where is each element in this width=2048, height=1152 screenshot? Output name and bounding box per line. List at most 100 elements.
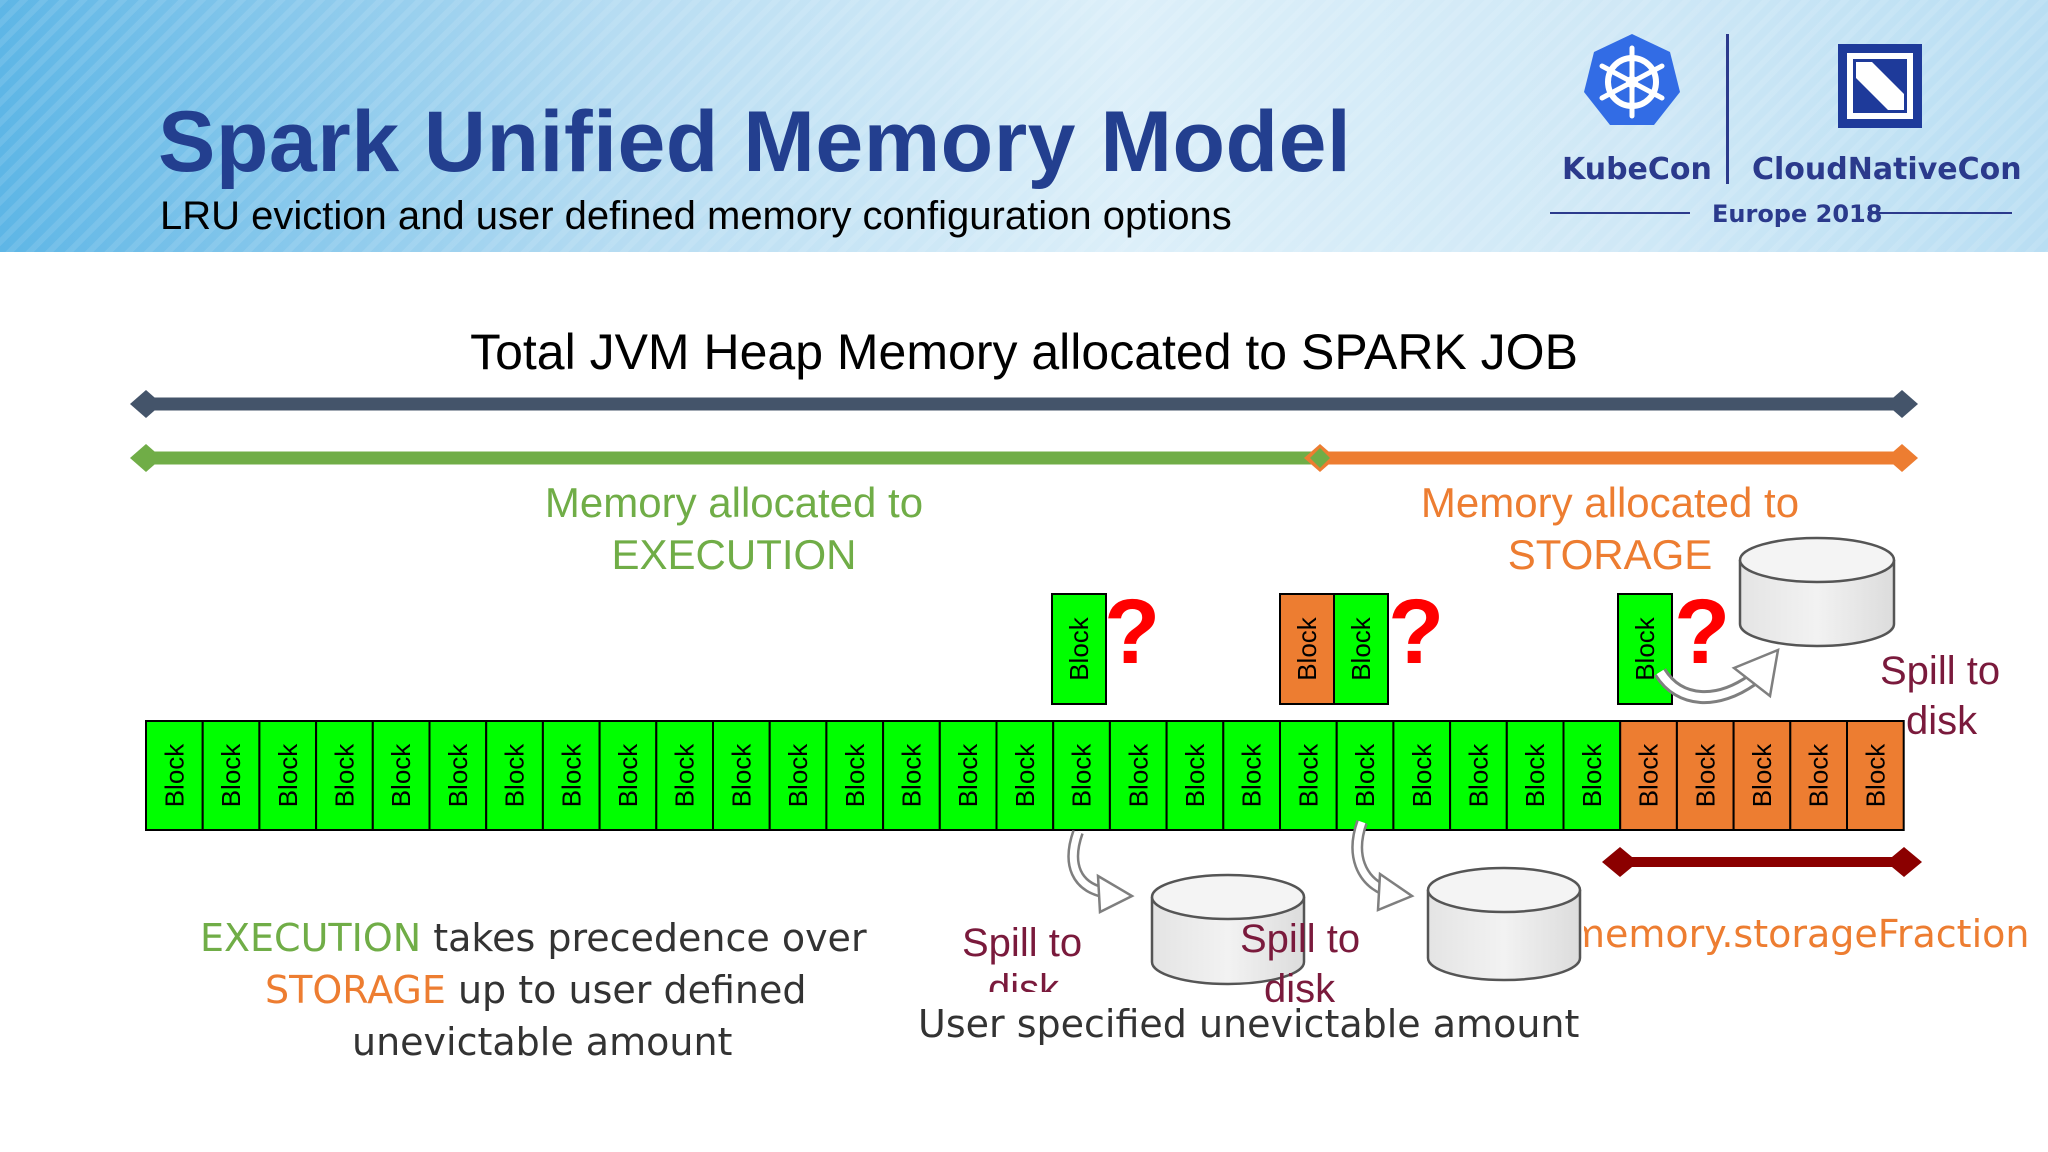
storage-block: Block	[1789, 720, 1849, 831]
block-label: Block	[329, 743, 359, 808]
storage-fraction-bar	[1602, 847, 1922, 877]
block-row: Block Block Block Block Block Block Block Block…	[145, 720, 1905, 831]
block-label: Block	[613, 743, 643, 808]
block-label: Block	[1747, 743, 1777, 808]
block-label: Block	[500, 743, 530, 808]
header-texture	[0, 0, 2048, 252]
diagram-heading: Total JVM Heap Memory allocated to SPARK…	[470, 324, 1578, 380]
spill-arrow-2	[1351, 820, 1415, 912]
execution-block: Block	[1505, 720, 1565, 831]
block-label: Block	[1010, 743, 1040, 808]
unevictable-label: User specified unevictable amount	[918, 1002, 1580, 1046]
spill-label-line-1: Spill to	[1880, 649, 2001, 693]
execution-block: Block	[938, 720, 998, 831]
execution-block: Block	[655, 720, 714, 831]
storage-bar	[1304, 444, 1918, 472]
execution-block: Block	[1279, 720, 1338, 831]
heap-bar	[130, 390, 1918, 418]
storage-label-line-2: STORAGE	[1507, 531, 1713, 578]
storage-block: Block	[1619, 720, 1678, 831]
block-label: Block	[783, 743, 813, 808]
storage-block: Block	[1675, 720, 1735, 831]
kubernetes-logo-icon	[1584, 34, 1680, 125]
block-label: Block	[1064, 616, 1094, 681]
disk-icon	[1426, 866, 1582, 982]
block-label: Block	[1180, 743, 1210, 808]
block-label: Block	[1350, 743, 1380, 808]
block-label: Block	[159, 743, 189, 808]
disk-icon	[1738, 536, 1896, 648]
caption-storage-word: STORAGE	[265, 968, 446, 1012]
block-label: Block	[896, 743, 926, 808]
block-label: Block	[1860, 743, 1890, 808]
storage-block: Block	[1732, 720, 1792, 831]
block-label: Block	[386, 743, 416, 808]
execution-block: Block	[1562, 720, 1622, 831]
execution-block: Block	[1392, 720, 1452, 831]
execution-block: Block	[825, 720, 885, 831]
block-label: Block	[1293, 743, 1323, 808]
spill-label-clip: disk	[980, 968, 1080, 992]
block-label: Block	[556, 743, 586, 808]
execution-block: Block	[428, 720, 488, 831]
execution-block: Block	[995, 720, 1055, 831]
incoming-execution-block: Block	[1333, 593, 1389, 705]
block-label: Block	[1067, 743, 1097, 808]
execution-label-line-2: EXECUTION	[611, 531, 857, 578]
block-label: Block	[1804, 743, 1834, 808]
storage-fraction-label: memory.storageFraction	[1584, 912, 2030, 956]
spill-label-line-1: Spill to	[1240, 917, 1361, 961]
spill-arrow-3	[1654, 647, 1780, 705]
block-label: Block	[670, 743, 700, 808]
block-label: Block	[1634, 743, 1664, 808]
execution-block: Block	[712, 720, 771, 831]
execution-block: Block	[258, 720, 318, 831]
spill-label-line-1: Spill to	[962, 921, 1083, 965]
execution-block: Block	[485, 720, 544, 831]
block-label: Block	[1407, 743, 1437, 808]
logo-rule-left	[1550, 212, 1690, 214]
block-label: Block	[1346, 616, 1376, 681]
caption-part-1: takes precedence over	[421, 916, 867, 960]
cloudnativecon-wordmark: CloudNativeCon	[1752, 152, 2022, 187]
question-mark: ?	[1674, 581, 1731, 683]
disk-icon	[1150, 873, 1306, 986]
question-mark: ?	[1388, 581, 1445, 683]
logo-divider	[1726, 34, 1729, 184]
storage-label-line-1: Memory allocated to	[1420, 479, 1800, 526]
caption-line-1: EXECUTION takes precedence over	[200, 912, 867, 964]
logo-rule-right	[1868, 212, 2012, 214]
incoming-execution-block: Block	[1051, 593, 1107, 705]
block-label: Block	[273, 743, 303, 808]
cncf-logo-icon	[1838, 44, 1922, 128]
slide-title: Spark Unified Memory Model	[158, 94, 1352, 190]
execution-label-line-1: Memory allocated to	[544, 479, 924, 526]
caption-line-3: unevictable amount	[352, 1020, 733, 1064]
block-label: Block	[726, 743, 756, 808]
spill-label-line-2: disk	[988, 968, 1060, 992]
execution-block: Block	[315, 720, 374, 831]
block-label: Block	[1463, 743, 1493, 808]
block-label: Block	[443, 743, 473, 808]
caption-execution-word: EXECUTION	[200, 916, 422, 960]
kubecon-wordmark: KubeCon	[1562, 152, 1712, 187]
execution-block: Block	[598, 720, 658, 831]
execution-block: Block	[1222, 720, 1282, 831]
block-label: Block	[1630, 616, 1660, 681]
block-label: Block	[216, 743, 246, 808]
execution-block: Block	[145, 720, 204, 831]
incoming-storage-block: Block	[1279, 593, 1335, 705]
execution-block: Block	[371, 720, 431, 831]
execution-block: Block	[1108, 720, 1168, 831]
execution-block: Block	[1052, 720, 1111, 831]
execution-bar	[130, 444, 1320, 472]
caption-line-2: STORAGE up to user defined	[265, 964, 806, 1016]
spill-label-line-2: disk	[1906, 699, 1978, 743]
execution-block: Block	[1335, 720, 1395, 831]
spill-arrow-1	[1067, 830, 1135, 914]
slide-subtitle: LRU eviction and user defined memory con…	[160, 194, 1232, 238]
execution-block: Block	[768, 720, 828, 831]
block-label: Block	[1577, 743, 1607, 808]
block-label: Block	[840, 743, 870, 808]
